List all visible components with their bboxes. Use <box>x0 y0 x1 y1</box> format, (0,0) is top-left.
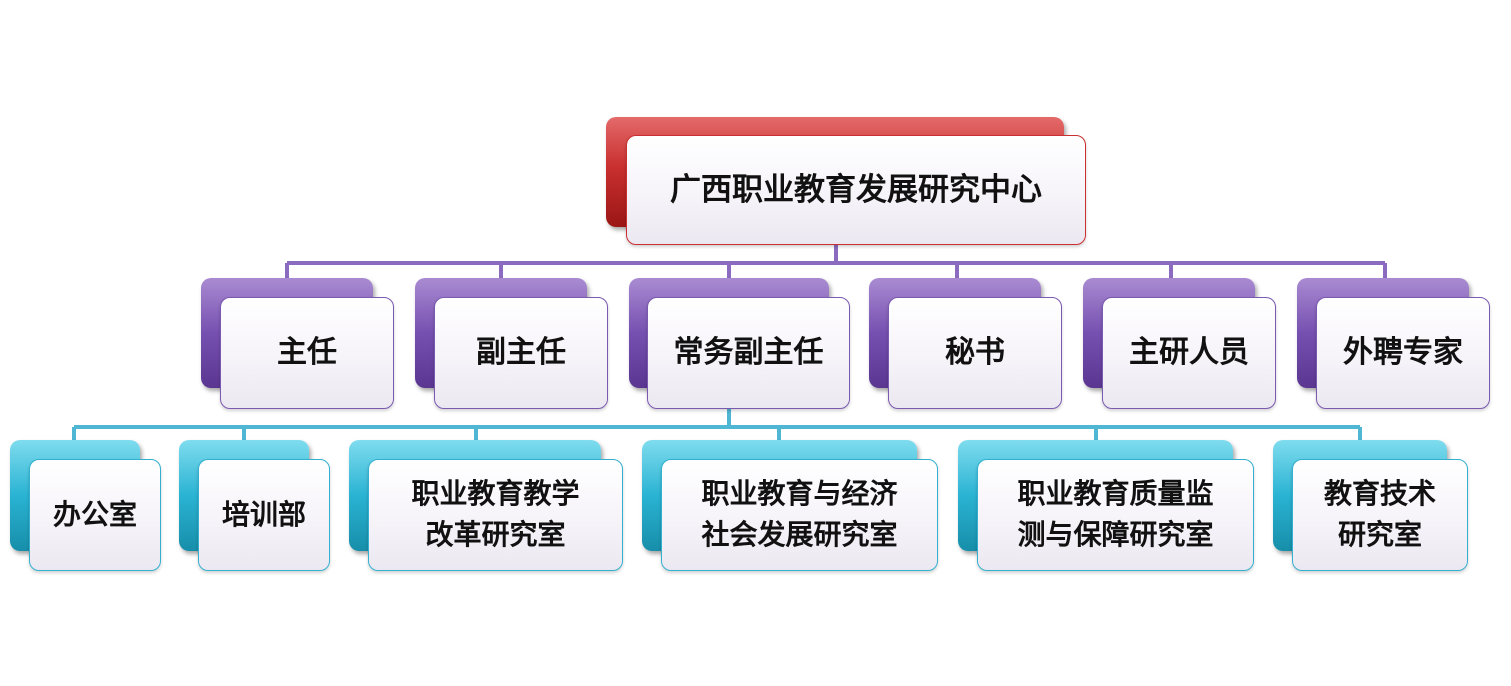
org-node-edtech-lab: 教育技术 研究室 <box>1273 440 1468 572</box>
node-label-card: 培训部 <box>198 459 330 571</box>
org-node-researchers: 主研人员 <box>1083 278 1277 410</box>
org-node-training-dept: 培训部 <box>179 440 330 572</box>
org-node-label-line2: 社会发展研究室 <box>701 518 898 551</box>
org-node-label-line1: 教育技术 <box>1323 477 1436 511</box>
org-node-label-line1: 培训部 <box>221 497 306 531</box>
org-node-economy-society-lab: 职业教育与经济 社会发展研究室 <box>642 440 938 572</box>
node-label-card: 办公室 <box>29 459 161 571</box>
org-node-label-line1: 职业教育质量监 <box>1017 477 1214 511</box>
node-label-card: 副主任 <box>434 297 608 409</box>
org-node-label: 外聘专家 <box>1343 335 1463 371</box>
org-node-deputy-director: 副主任 <box>415 278 609 410</box>
node-label-card: 职业教育与经济 社会发展研究室 <box>661 459 938 571</box>
node-label-card: 秘书 <box>888 297 1062 409</box>
org-node-label-line1: 职业教育与经济 <box>701 477 898 511</box>
org-node-label: 常务副主任 <box>673 335 824 371</box>
org-node-label-line1: 职业教育教学 <box>411 477 580 511</box>
node-label-card: 职业教育教学 改革研究室 <box>368 459 623 571</box>
org-node-external-experts: 外聘专家 <box>1297 278 1491 410</box>
org-node-label-line2: 改革研究室 <box>425 518 566 551</box>
org-node-label: 副主任 <box>476 335 566 371</box>
org-node-label: 主任 <box>277 335 337 371</box>
node-label-card: 外聘专家 <box>1316 297 1490 409</box>
node-label-card: 主研人员 <box>1102 297 1276 409</box>
org-node-teaching-reform-lab: 职业教育教学 改革研究室 <box>349 440 623 572</box>
org-node-executive-deputy-director: 常务副主任 <box>629 278 850 410</box>
node-label-card: 主任 <box>220 297 394 409</box>
org-node-label-line2: 研究室 <box>1337 518 1422 551</box>
org-node-secretary: 秘书 <box>869 278 1063 410</box>
org-node-label-line2: 测与保障研究室 <box>1017 518 1214 551</box>
org-node-label-line1: 办公室 <box>52 497 137 531</box>
node-label-card: 教育技术 研究室 <box>1292 459 1468 571</box>
org-node-office: 办公室 <box>10 440 161 572</box>
org-node-quality-assurance-lab: 职业教育质量监 测与保障研究室 <box>958 440 1254 572</box>
node-label-card: 职业教育质量监 测与保障研究室 <box>977 459 1254 571</box>
node-label-card: 广西职业教育发展研究中心 <box>626 135 1086 245</box>
org-node-label: 主研人员 <box>1129 335 1249 371</box>
org-root-label: 广西职业教育发展研究中心 <box>670 171 1042 208</box>
org-node-director: 主任 <box>201 278 395 410</box>
org-node-label: 秘书 <box>945 335 1005 371</box>
org-node-root: 广西职业教育发展研究中心 <box>606 117 1086 247</box>
node-label-card: 常务副主任 <box>647 297 850 409</box>
